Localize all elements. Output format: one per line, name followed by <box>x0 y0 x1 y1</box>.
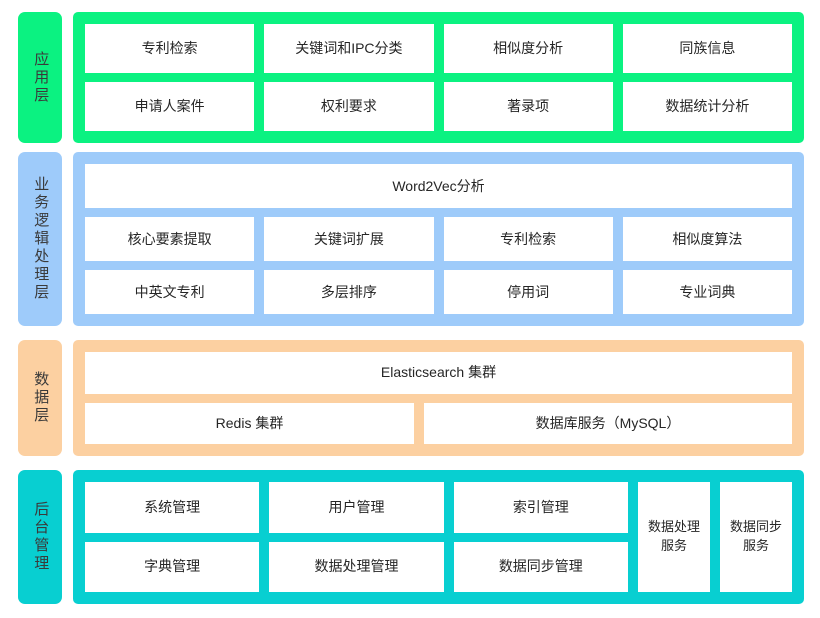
admin-data-processing-service-line2: 服务 <box>660 538 687 553</box>
app-cell-bibliographic-items[interactable]: 著录项 <box>443 82 613 131</box>
layer-panel-data: Elasticsearch 集群 Redis 集群 数据库服务（MySQL） <box>73 340 804 456</box>
admin-cell-user-management[interactable]: 用户管理 <box>269 482 444 533</box>
layer-label-backend-management: 后台管理 <box>18 470 62 604</box>
data-cell-database-service-mysql[interactable]: 数据库服务（MySQL） <box>424 402 792 444</box>
biz-cell-similarity-algorithm[interactable]: 相似度算法 <box>622 217 792 261</box>
biz-cell-keyword-expansion[interactable]: 关键词扩展 <box>264 217 434 261</box>
business-logic-banner-row: Word2Vec分析 <box>85 164 792 208</box>
business-logic-row-1: 核心要素提取 关键词扩展 专利检索 相似度算法 <box>85 217 792 261</box>
admin-data-sync-service-line2: 服务 <box>742 538 769 553</box>
biz-cell-professional-dictionary[interactable]: 专业词典 <box>622 270 792 314</box>
layer-panel-application: 专利检索 关键词和IPC分类 相似度分析 同族信息 申请人案件 权利要求 著录项… <box>73 12 804 143</box>
admin-cell-system-management[interactable]: 系统管理 <box>85 482 260 533</box>
admin-data-sync-service-line1: 数据同步 <box>729 519 782 535</box>
layer-application: 应用层 专利检索 关键词和IPC分类 相似度分析 同族信息 申请人案件 权利要求… <box>0 12 820 143</box>
application-row-1: 专利检索 关键词和IPC分类 相似度分析 同族信息 <box>85 24 792 73</box>
backend-management-grid: 系统管理 用户管理 索引管理 字典管理 数据处理管理 数据同步管理 <box>85 482 628 592</box>
layer-business-logic: 业务逻辑处理层 Word2Vec分析 核心要素提取 关键词扩展 专利检索 相似度… <box>0 152 820 326</box>
biz-cell-stop-words[interactable]: 停用词 <box>443 270 613 314</box>
layer-label-application: 应用层 <box>18 12 62 143</box>
app-cell-patent-search[interactable]: 专利检索 <box>85 24 255 73</box>
biz-cell-core-element-extraction[interactable]: 核心要素提取 <box>85 217 255 261</box>
data-banner-row: Elasticsearch 集群 <box>85 352 792 394</box>
layer-data: 数据层 Elasticsearch 集群 Redis 集群 数据库服务（MySQ… <box>0 340 820 456</box>
layer-backend-management: 后台管理 系统管理 用户管理 索引管理 字典管理 数据处理管理 数据同步管理 数… <box>0 470 820 604</box>
biz-cell-multi-level-sorting[interactable]: 多层排序 <box>264 270 434 314</box>
backend-management-row-1: 系统管理 用户管理 索引管理 <box>85 482 628 533</box>
data-cell-redis-cluster[interactable]: Redis 集群 <box>85 402 414 444</box>
layer-label-application-text: 应用层 <box>32 50 50 105</box>
admin-cell-data-processing-service[interactable]: 数据处理 服务 <box>638 482 710 592</box>
app-cell-claims[interactable]: 权利要求 <box>264 82 434 131</box>
admin-cell-data-sync-service[interactable]: 数据同步 服务 <box>720 482 792 592</box>
admin-cell-data-sync-service-text: 数据同步 服务 <box>730 518 782 556</box>
admin-cell-data-processing-management[interactable]: 数据处理管理 <box>269 541 444 592</box>
admin-cell-dictionary-management[interactable]: 字典管理 <box>85 541 260 592</box>
biz-cell-patent-search[interactable]: 专利检索 <box>443 217 613 261</box>
layer-label-data: 数据层 <box>18 340 62 456</box>
backend-management-row-2: 字典管理 数据处理管理 数据同步管理 <box>85 541 628 592</box>
app-cell-applicant-case[interactable]: 申请人案件 <box>85 82 255 131</box>
layer-label-business-logic: 业务逻辑处理层 <box>18 152 62 326</box>
data-row-1: Redis 集群 数据库服务（MySQL） <box>85 402 792 444</box>
admin-cell-data-sync-management[interactable]: 数据同步管理 <box>453 541 628 592</box>
layer-label-data-text: 数据层 <box>32 371 50 425</box>
app-cell-data-statistics-analysis[interactable]: 数据统计分析 <box>622 82 792 131</box>
admin-cell-data-processing-service-text: 数据处理 服务 <box>648 518 700 556</box>
app-cell-similarity-analysis[interactable]: 相似度分析 <box>443 24 613 73</box>
layer-label-backend-management-text: 后台管理 <box>32 501 50 573</box>
admin-cell-index-management[interactable]: 索引管理 <box>453 482 628 533</box>
data-cell-elasticsearch-cluster[interactable]: Elasticsearch 集群 <box>85 352 792 394</box>
layer-panel-backend-management: 系统管理 用户管理 索引管理 字典管理 数据处理管理 数据同步管理 数据处理 服… <box>73 470 804 604</box>
business-logic-row-2: 中英文专利 多层排序 停用词 专业词典 <box>85 270 792 314</box>
layer-label-business-logic-text: 业务逻辑处理层 <box>32 176 50 302</box>
biz-cell-word2vec-analysis[interactable]: Word2Vec分析 <box>85 164 792 208</box>
layer-panel-business-logic: Word2Vec分析 核心要素提取 关键词扩展 专利检索 相似度算法 中英文专利… <box>73 152 804 326</box>
application-row-2: 申请人案件 权利要求 著录项 数据统计分析 <box>85 82 792 131</box>
app-cell-family-information[interactable]: 同族信息 <box>622 24 792 73</box>
biz-cell-chinese-english-patent[interactable]: 中英文专利 <box>85 270 255 314</box>
app-cell-keyword-ipc-classification[interactable]: 关键词和IPC分类 <box>264 24 434 73</box>
admin-data-processing-service-line1: 数据处理 <box>647 519 700 535</box>
